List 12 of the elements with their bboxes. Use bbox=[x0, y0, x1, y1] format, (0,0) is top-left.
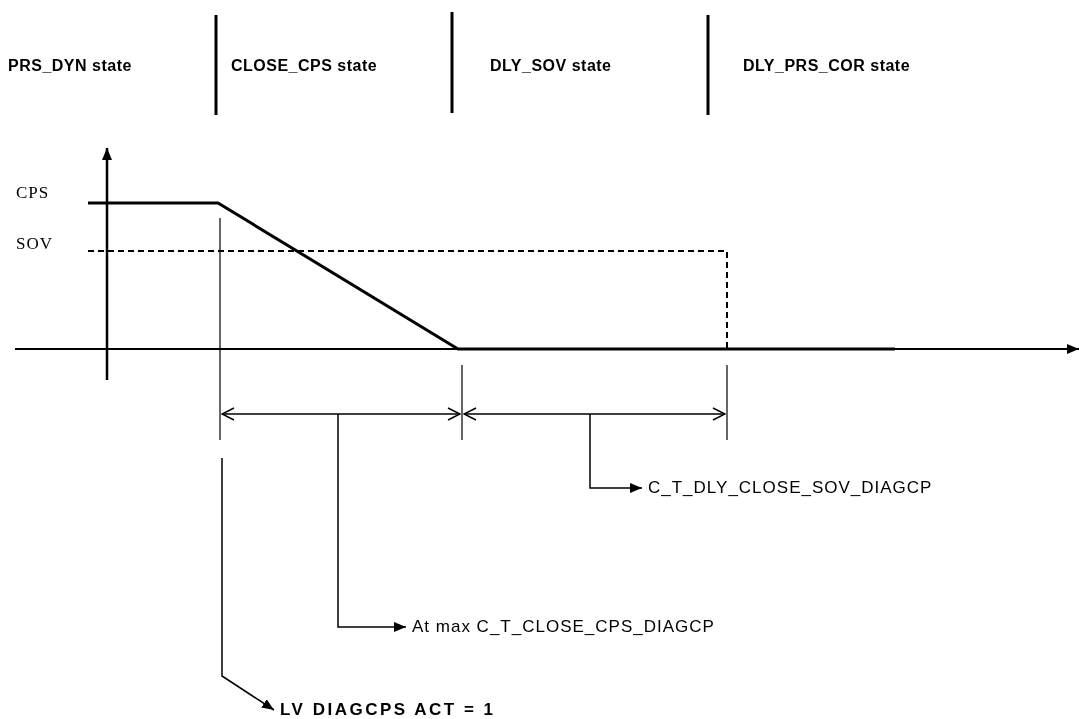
state-label: DLY_SOV state bbox=[490, 57, 612, 75]
leader-line bbox=[337, 413, 407, 632]
state-label: PRS_DYN state bbox=[8, 57, 132, 75]
callout-label: C_T_DLY_CLOSE_SOV_DIAGCP bbox=[648, 478, 933, 498]
leader-line bbox=[589, 413, 643, 493]
state-label: DLY_PRS_COR state bbox=[743, 57, 911, 75]
level-label: CPS bbox=[16, 183, 50, 203]
level-label: SOV bbox=[16, 234, 53, 254]
callout-label: At max C_T_CLOSE_CPS_DIAGCP bbox=[412, 617, 715, 637]
callout-label: LV DIAGCPS ACT = 1 bbox=[280, 700, 496, 719]
leader-line bbox=[221, 457, 275, 711]
state-label: CLOSE_CPS state bbox=[231, 57, 378, 75]
